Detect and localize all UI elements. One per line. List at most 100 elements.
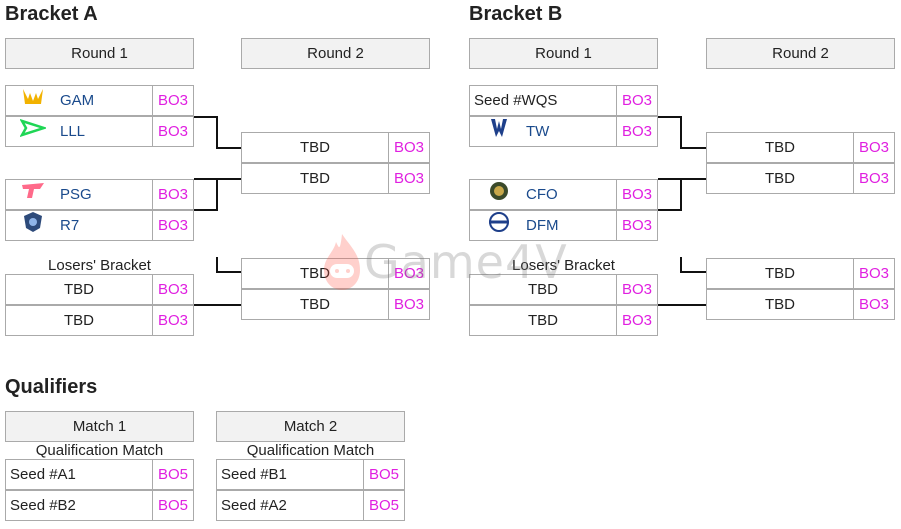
match-row[interactable]: TBD BO3: [241, 163, 430, 194]
team-name: TBD: [765, 170, 795, 187]
match-row[interactable]: TBD BO3: [5, 305, 194, 336]
match-format: BO3: [152, 211, 193, 240]
team-name[interactable]: LLL: [60, 123, 86, 140]
bracket-connector: [680, 178, 706, 180]
match-row[interactable]: TBD BO3: [469, 305, 658, 336]
team-name: TBD: [64, 312, 94, 329]
match-format: BO3: [388, 133, 429, 162]
gam-logo-icon: [20, 86, 46, 108]
team-name: TBD: [64, 281, 94, 298]
bracket-a-title: Bracket A: [5, 3, 98, 25]
match-format: BO3: [616, 211, 657, 240]
team-name[interactable]: R7: [60, 217, 80, 234]
match-row[interactable]: TBD BO3: [241, 132, 430, 163]
match-format: BO5: [152, 460, 193, 489]
match-format: BO5: [363, 491, 404, 520]
team-name: TBD: [300, 170, 330, 187]
match-row[interactable]: Seed #B2 BO5: [5, 490, 194, 521]
match-row[interactable]: GAM BO3: [5, 85, 194, 116]
match-format: BO3: [853, 259, 894, 288]
match-row[interactable]: PSG BO3: [5, 179, 194, 210]
r7-logo-icon: [20, 211, 46, 233]
bracket-connector: [216, 257, 241, 273]
bracket-a-round2-header: Round 2: [241, 38, 430, 69]
match-row[interactable]: TBD BO3: [706, 289, 895, 320]
bracket-connector: [216, 178, 241, 180]
bracket-connector: [680, 147, 706, 149]
round-label: Round 1: [71, 45, 128, 62]
bracket-connector: [216, 147, 241, 149]
match-row[interactable]: TBD BO3: [706, 163, 895, 194]
match-format: BO3: [616, 275, 657, 304]
losers-bracket-label: Losers' Bracket: [48, 257, 151, 274]
bracket-connector: [194, 178, 218, 211]
match-row[interactable]: Seed #WQS BO3: [469, 85, 658, 116]
team-name: TBD: [765, 296, 795, 313]
bracket-connector: [194, 116, 218, 148]
dfm-logo-icon: [486, 211, 512, 233]
team-name: TBD: [528, 312, 558, 329]
match-row[interactable]: TBD BO3: [706, 132, 895, 163]
bracket-b-round1-header: Round 1: [469, 38, 658, 69]
match-row[interactable]: TBD BO3: [469, 274, 658, 305]
match-row[interactable]: LLL BO3: [5, 116, 194, 147]
bracket-connector: [658, 178, 682, 211]
bracket-b-title: Bracket B: [469, 3, 563, 25]
match-format: BO3: [152, 117, 193, 146]
round-label: Round 2: [772, 45, 829, 62]
team-name[interactable]: CFO: [526, 186, 558, 203]
team-name: Seed #WQS: [474, 92, 558, 109]
match-label: Match 1: [72, 418, 127, 435]
match-format: BO3: [152, 86, 193, 115]
match-row[interactable]: TBD BO3: [706, 258, 895, 289]
team-name: TBD: [765, 265, 795, 282]
match-row[interactable]: R7 BO3: [5, 210, 194, 241]
qualifiers-title: Qualifiers: [5, 376, 98, 398]
match-row[interactable]: TBD BO3: [241, 289, 430, 320]
team-name[interactable]: DFM: [526, 217, 559, 234]
team-name[interactable]: GAM: [60, 92, 95, 109]
match-format: BO3: [616, 117, 657, 146]
bracket-connector: [658, 304, 706, 306]
round-label: Round 1: [535, 45, 592, 62]
team-name[interactable]: TW: [526, 123, 550, 140]
match-format: BO3: [616, 306, 657, 335]
qualification-match-label: Qualification Match: [246, 442, 375, 459]
match-label: Match 2: [283, 418, 338, 435]
team-name: Seed #B1: [221, 466, 287, 483]
match-format: BO3: [616, 180, 657, 209]
team-name: TBD: [300, 139, 330, 156]
match-format: BO3: [152, 275, 193, 304]
match-row[interactable]: TW BO3: [469, 116, 658, 147]
match-row[interactable]: TBD BO3: [5, 274, 194, 305]
round-label: Round 2: [307, 45, 364, 62]
match-row[interactable]: TBD BO3: [241, 258, 430, 289]
team-name[interactable]: PSG: [60, 186, 92, 203]
cfo-logo-icon: [486, 180, 512, 202]
qualifier-match2-header: Match 2: [216, 411, 405, 442]
team-name: Seed #B2: [10, 497, 76, 514]
team-name: Seed #A2: [221, 497, 287, 514]
match-row[interactable]: Seed #B1 BO5: [216, 459, 405, 490]
match-format: BO3: [388, 290, 429, 319]
team-name: Seed #A1: [10, 466, 76, 483]
match-row[interactable]: Seed #A2 BO5: [216, 490, 405, 521]
qualification-match-label: Qualification Match: [35, 442, 164, 459]
match-format: BO5: [152, 491, 193, 520]
psg-logo-icon: [20, 180, 46, 202]
bracket-a-round1-header: Round 1: [5, 38, 194, 69]
match-format: BO3: [853, 133, 894, 162]
lll-logo-icon: [20, 117, 46, 139]
match-row[interactable]: DFM BO3: [469, 210, 658, 241]
match-format: BO3: [853, 290, 894, 319]
team-name: TBD: [528, 281, 558, 298]
bracket-connector: [194, 304, 241, 306]
match-row[interactable]: Seed #A1 BO5: [5, 459, 194, 490]
bracket-connector: [680, 257, 706, 273]
losers-bracket-label: Losers' Bracket: [512, 257, 615, 274]
match-format: BO3: [388, 259, 429, 288]
team-name: TBD: [300, 265, 330, 282]
match-format: BO3: [152, 180, 193, 209]
match-format: BO3: [388, 164, 429, 193]
match-row[interactable]: CFO BO3: [469, 179, 658, 210]
